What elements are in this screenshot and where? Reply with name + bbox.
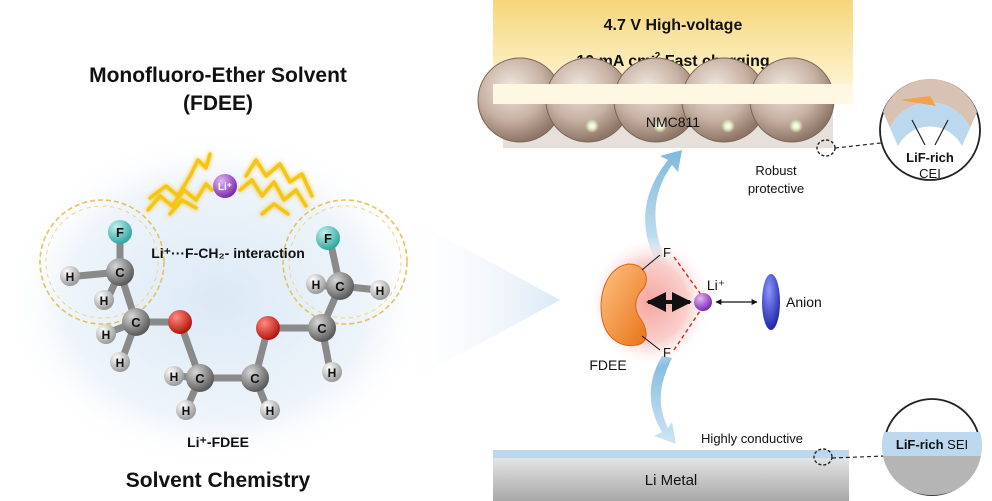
hydrogen-label: H (266, 404, 275, 418)
carbon-atom (308, 314, 336, 342)
blue-halo (3, 130, 433, 470)
cei-leader (834, 141, 891, 149)
carbon-label: C (195, 371, 205, 386)
hydrogen-label: H (312, 278, 321, 292)
center-li-label: Li⁺ (707, 277, 725, 293)
carbon-atom (326, 272, 354, 300)
oxygen-atom (256, 316, 280, 340)
glow-chain-left (146, 152, 214, 216)
interaction-circle-right (282, 199, 408, 325)
hydrogen-label: H (376, 284, 385, 298)
arrow-to-cathode (645, 150, 682, 262)
fluorine-atom (316, 226, 340, 250)
li-ion (213, 174, 237, 198)
fluorine-atom (108, 220, 132, 244)
hydrogen-label: H (100, 294, 109, 308)
right-panel: 4.7 V High-voltage 10 mA cm-2 Fast charg… (477, 0, 983, 501)
anode-note: Highly conductive (701, 431, 803, 446)
hydrogen-label: H (66, 270, 75, 284)
oxygen-atom (168, 310, 192, 334)
cei-bold-label: LiF-rich (906, 150, 954, 165)
banner-line1: 4.7 V High-voltage (604, 17, 743, 34)
sei-marker (813, 448, 833, 466)
carbon-atom (241, 364, 269, 392)
carbon-label: C (335, 279, 345, 294)
hydrogen-atom (110, 352, 130, 372)
cei-label: CEI (919, 166, 941, 181)
arrow-to-anode (650, 356, 676, 444)
hydrogen-atom (60, 266, 80, 286)
hydrogen-atom (370, 280, 390, 300)
carbon-atom (106, 258, 134, 286)
carbon-label: C (131, 315, 141, 330)
hydrogen-atom (164, 366, 184, 386)
left-title-line1: Monofluoro-Ether Solvent (89, 64, 347, 87)
fluorine-label: F (324, 231, 332, 246)
cathode-note-line1: Robust (755, 163, 797, 178)
li-ion-label: Li⁺ (218, 182, 232, 193)
sei-leader (831, 455, 886, 459)
cathode-label: NMC811 (646, 114, 700, 130)
hydrogen-atom (322, 362, 342, 382)
fdee-shape (600, 263, 647, 347)
banner-line2-exp: -2 (651, 51, 660, 62)
li-metal-slab (493, 458, 849, 501)
carbon-atom (186, 364, 214, 392)
left-panel: Monofluoro-Ether Solvent (FDEE) (3, 64, 560, 492)
hydrogen-atom (96, 324, 116, 344)
interaction-circle-left-inner (45, 205, 159, 319)
sei-label-group: LiF-rich SEI (896, 437, 968, 452)
molecule-atoms: F C H H C H H C H H C (60, 174, 390, 420)
zoom-cone (395, 210, 560, 390)
anion-shape (762, 274, 780, 330)
hydrogen-atom (176, 400, 196, 420)
carbon-label: C (115, 265, 125, 280)
hydrogen-atom (94, 290, 114, 310)
carbon-label: C (250, 371, 260, 386)
center-li-ion (694, 293, 712, 311)
left-footer: Solvent Chemistry (126, 469, 311, 492)
interaction-circle-left (39, 199, 165, 325)
glow-chain-right (238, 158, 314, 216)
hydrogen-label: H (328, 366, 337, 380)
hydrogen-label: H (116, 356, 125, 370)
complex-label: Li⁺-FDEE (187, 434, 249, 450)
sei-label: SEI (944, 437, 969, 452)
carbon-label: C (317, 321, 327, 336)
hydrogen-label: H (170, 370, 179, 384)
hydrogen-atom (306, 274, 326, 294)
fdee-label: FDEE (589, 357, 626, 373)
carbon-atom (122, 308, 150, 336)
hydrogen-atom (260, 400, 280, 420)
cathode-note-line2: protective (748, 181, 804, 196)
interaction-label: Li⁺···F-CH₂- interaction (151, 245, 305, 261)
anode-label: Li Metal (645, 472, 698, 489)
fluorine-label: F (116, 225, 124, 240)
hydrogen-label: H (102, 328, 111, 342)
center-f-bottom: F (663, 345, 671, 360)
sei-bold-label: LiF-rich (896, 437, 944, 452)
left-title-line2: (FDEE) (183, 92, 253, 115)
anion-label: Anion (786, 294, 822, 310)
center-f-top: F (663, 245, 671, 260)
hydrogen-label: H (182, 404, 191, 418)
interaction-circle-right-inner (288, 205, 402, 319)
sei-layer (493, 450, 849, 458)
